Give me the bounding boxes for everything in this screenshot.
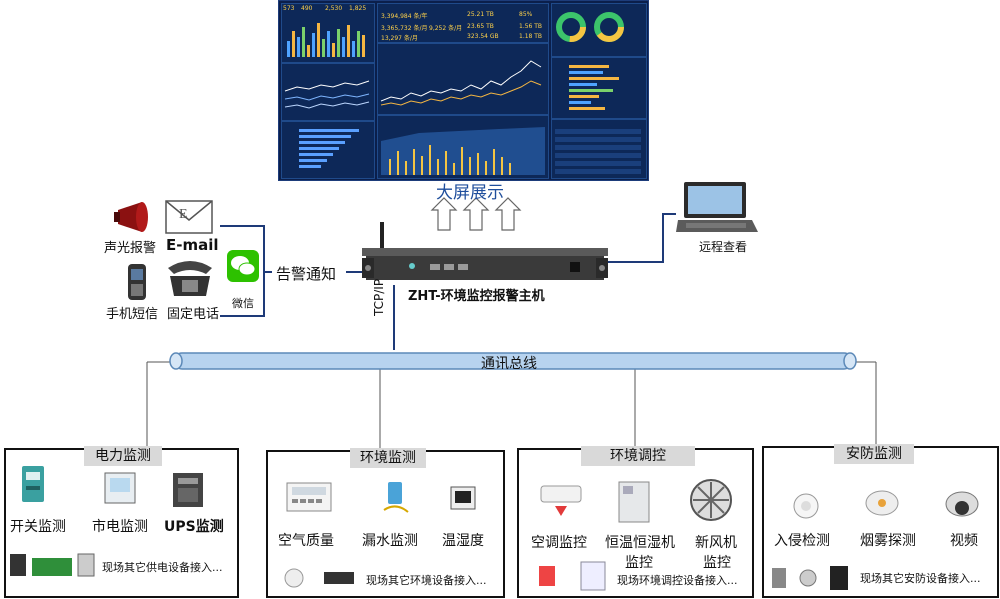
- switch-module-icon: [22, 466, 44, 502]
- power-meter-icon: [104, 472, 136, 504]
- environment-devices-icon: [284, 568, 354, 588]
- dash-stat: 2,530: [325, 5, 343, 12]
- air-quality-icon: [286, 482, 332, 512]
- communication-bus: [169, 352, 857, 370]
- module-title: 环境调控: [581, 446, 695, 466]
- wechat-label: 微信: [232, 297, 254, 310]
- phone-label: 固定电话: [167, 307, 220, 322]
- wechat-icon: [227, 250, 259, 282]
- landline-phone-icon: [168, 261, 212, 296]
- email-label: E-mail: [166, 236, 219, 254]
- laptop-icon: [676, 182, 758, 232]
- security-devices-icon: [772, 566, 848, 590]
- big-screen-label: 大屏展示: [436, 183, 504, 203]
- dash-stat: 3,365,732 条/月: [381, 25, 428, 32]
- module-item: 漏水监测: [362, 533, 418, 549]
- power-devices-icon: [10, 553, 95, 577]
- constant-temp-humidity-icon: [618, 481, 650, 523]
- module-security: 安防监测 入侵检测 烟雾探测 视频 现场其它安防设备接入...: [762, 444, 999, 598]
- module-note: 现场环境调控设备接入...: [617, 574, 738, 587]
- camera-icon: [945, 491, 979, 517]
- module-title: 安防监测: [834, 444, 914, 464]
- host-label: ZHT-环境监控报警主机: [408, 289, 545, 304]
- module-item: 空调监控: [531, 535, 587, 551]
- dashboard-panel: [281, 63, 375, 121]
- remote-view-label: 远程查看: [699, 240, 748, 254]
- module-item: 空气质量: [278, 533, 334, 549]
- dashboard-charts: [284, 12, 641, 175]
- module-note: 现场其它安防设备接入...: [860, 572, 981, 585]
- dash-stat: 1.56 TB: [519, 23, 543, 30]
- mobile-phone-icon: [128, 264, 146, 300]
- module-environment: 环境监测 空气质量 漏水监测 温湿度 现场其它环境设备接入...: [266, 448, 505, 598]
- temp-humidity-icon: [450, 486, 476, 510]
- siren-icon: [114, 202, 148, 232]
- dash-stat: 1.18 TB: [519, 33, 543, 40]
- big-screen-dashboard: 573 490 2,530 1,825 3,394,984 条/年 25.21 …: [278, 0, 649, 181]
- dash-stat: 490: [301, 5, 313, 12]
- module-environment-control: 环境调控 空调监控 恒温恒湿机 新风机 监控 监控 现场环境调控设备接入...: [517, 446, 754, 598]
- smoke-detector-icon: [865, 490, 899, 516]
- dash-stat: 9,252 条/月: [429, 25, 463, 32]
- module-item: 温湿度: [442, 533, 484, 549]
- module-power: 电力监测 开关监测 市电监测 UPS监测 现场其它供电设备接入...: [4, 446, 239, 598]
- air-conditioner-icon: [540, 485, 582, 516]
- module-item: 视频: [950, 533, 978, 549]
- dash-stat: 3,394,984 条/年: [381, 13, 428, 20]
- module-note: 现场其它供电设备接入...: [102, 561, 223, 574]
- dash-stat: 1,825: [349, 5, 367, 12]
- dash-stat: 13,297 条/月: [381, 35, 418, 42]
- module-item: 烟雾探测: [860, 533, 916, 549]
- tcpip-label: TCP/IP: [372, 278, 386, 316]
- module-item: 市电监测: [92, 519, 148, 535]
- alarm-host-device: [362, 222, 608, 280]
- ups-icon: [173, 473, 203, 507]
- dashboard-panel: [551, 3, 647, 57]
- dash-stat: 23.65 TB: [467, 23, 494, 30]
- module-item: UPS监测: [164, 519, 224, 535]
- control-devices-icon: [539, 561, 606, 591]
- bus-label: 通讯总线: [481, 356, 537, 372]
- alarm-notice-label: 告警通知: [276, 265, 337, 283]
- module-title: 环境监测: [350, 448, 426, 468]
- dashboard-panel: [377, 3, 549, 43]
- svg-text:E: E: [179, 207, 188, 222]
- fresh-air-fan-icon: [690, 479, 732, 521]
- dash-stat: 323.54 GB: [467, 33, 499, 40]
- module-item: 入侵检测: [774, 533, 830, 549]
- sms-label: 手机短信: [106, 307, 159, 322]
- dash-stat: 85%: [519, 11, 533, 18]
- module-item: 新风机: [695, 535, 737, 551]
- module-title: 电力监测: [84, 446, 162, 466]
- upload-arrows: [430, 197, 522, 231]
- module-note: 现场其它环境设备接入...: [366, 574, 487, 587]
- dash-stat: 573: [283, 5, 295, 12]
- module-item: 开关监测: [10, 519, 66, 535]
- email-icon: E: [165, 200, 213, 234]
- water-leak-icon: [383, 482, 409, 513]
- dash-stat: 25.21 TB: [467, 11, 494, 18]
- module-item: 监控: [625, 555, 653, 571]
- intrusion-detector-icon: [793, 493, 819, 519]
- siren-label: 声光报警: [104, 241, 157, 256]
- module-item: 恒温恒湿机: [605, 535, 675, 551]
- module-item: 监控: [703, 555, 731, 571]
